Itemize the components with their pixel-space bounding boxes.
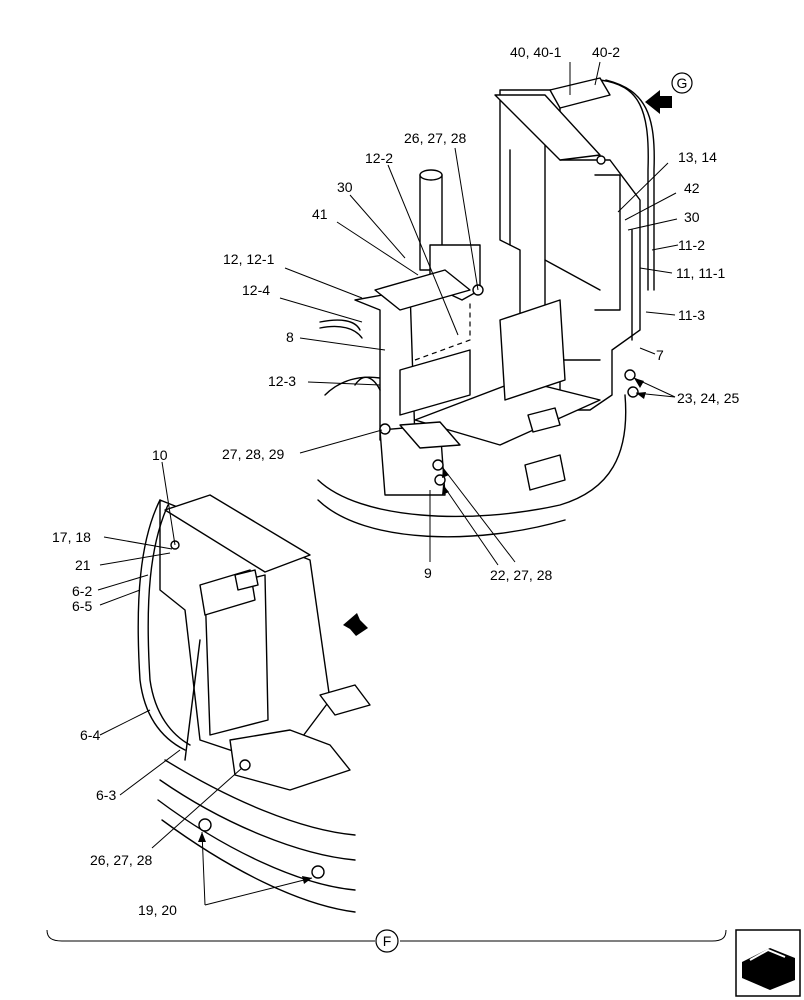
arrowhead [442, 485, 449, 495]
label-11: 11, 11-1 [676, 265, 726, 281]
view-marker-f-circle [375, 929, 399, 953]
arrowhead [302, 876, 312, 884]
label-12-2: 12-2 [365, 150, 393, 166]
label-12: 12, 12-1 [223, 251, 275, 267]
label-40: 40, 40-1 [510, 44, 562, 60]
arrowhead [442, 468, 449, 478]
label-41: 41 [312, 206, 328, 222]
label-22: 22, 27, 28 [490, 567, 552, 583]
label-12-4: 12-4 [242, 282, 270, 298]
label-6-4: 6-4 [80, 727, 100, 743]
label-8: 8 [286, 329, 294, 345]
label-21: 21 [75, 557, 91, 573]
label-13: 13, 14 [678, 149, 717, 165]
book-arrow-icon [735, 929, 801, 997]
view-direction-arrow-icon [343, 613, 368, 636]
view-marker-f-letter: F [383, 933, 392, 949]
label-9: 9 [424, 565, 432, 581]
label-26a: 26, 27, 28 [404, 130, 466, 146]
label-42: 42 [684, 180, 700, 196]
label-26b: 26, 27, 28 [90, 852, 152, 868]
label-7: 7 [656, 347, 664, 363]
label-23: 23, 24, 25 [677, 390, 739, 406]
bracket-line [400, 929, 727, 942]
part-labels: 40, 40-1 40-2 26, 27, 28 12-2 30 41 12, … [52, 44, 739, 918]
view-marker-g-letter: G [677, 75, 688, 91]
label-12-3: 12-3 [268, 373, 296, 389]
label-6-3: 6-3 [96, 787, 116, 803]
label-17: 17, 18 [52, 529, 91, 545]
label-10: 10 [152, 447, 168, 463]
view-marker-f: F [46, 929, 727, 953]
label-27: 27, 28, 29 [222, 446, 284, 462]
arrowhead [636, 392, 646, 399]
label-40-2: 40-2 [592, 44, 620, 60]
bracket-line [46, 929, 375, 942]
label-19: 19, 20 [138, 902, 177, 918]
arrowhead [198, 832, 206, 842]
label-11-3: 11-3 [678, 307, 705, 323]
view-marker-g-circle [671, 72, 693, 94]
label-6-5: 6-5 [72, 598, 92, 614]
label-11-2: 11-2 [678, 237, 705, 253]
leader-lines [97, 61, 679, 906]
view-marker-g: G [645, 72, 693, 114]
label-30b: 30 [684, 209, 700, 225]
upper-assembly-drawing [317, 77, 655, 538]
lower-assembly-drawing [137, 494, 371, 913]
arrowhead [634, 378, 644, 388]
label-6-2: 6-2 [72, 583, 92, 599]
view-direction-arrow-icon [645, 90, 672, 114]
label-30a: 30 [337, 179, 353, 195]
